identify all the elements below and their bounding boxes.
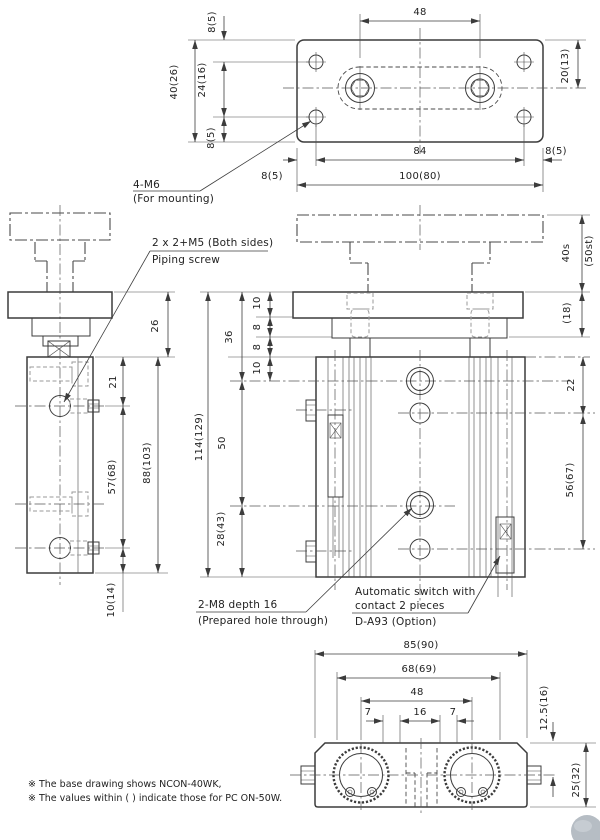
dim-8-5-bottom: 8(5) [206, 127, 217, 149]
top-view-plate [283, 28, 586, 154]
dim-114-129: 114(129) [194, 412, 205, 462]
dim-26: 26 [150, 319, 161, 333]
dim-8-upper: 8 [252, 323, 263, 331]
dim-stroke-paren: (50st) [584, 235, 595, 267]
dim-28-43: 28(43) [216, 511, 227, 547]
label-auto-switch-line3: D-A93 (Option) [355, 616, 437, 628]
side-view-dimensions [63, 250, 268, 612]
dim-12-5-16: 12.5(16) [539, 685, 550, 731]
label-mounting-line1: 4-M6 [133, 179, 161, 191]
dim-36: 36 [224, 330, 235, 344]
bottom-view [290, 738, 556, 815]
dim-24-16: 24(16) [197, 62, 208, 98]
dim-85-90: 85(90) [403, 640, 439, 651]
front-view [230, 205, 595, 605]
label-mounting-line2: (For mounting) [133, 193, 215, 205]
dim-20-13: 20(13) [560, 48, 571, 84]
dim-56-67: 56(67) [565, 462, 576, 498]
watermark-circle [571, 815, 600, 840]
dim-8-lower: 8 [252, 343, 263, 351]
footnote-paren-values: ※ The values within ( ) indicate those f… [28, 793, 283, 804]
dim-18: (18) [562, 302, 573, 324]
dim-8-5-top: 8(5) [207, 11, 218, 33]
label-auto-switch-line1: Automatic switch with [355, 586, 476, 598]
dim-7-left: 7 [364, 707, 372, 718]
label-piping-line2: Piping screw [152, 254, 221, 266]
bottom-view-dimensions [314, 650, 596, 808]
dim-10-lower: 10 [252, 361, 263, 375]
dim-8-5-right: 8(5) [545, 146, 567, 157]
front-view-dimensions [196, 214, 590, 614]
dim-50: 50 [217, 436, 228, 450]
dim-7-right: 7 [449, 707, 457, 718]
side-view [7, 205, 113, 585]
dim-100-80: 100(80) [399, 171, 441, 182]
dim-22: 22 [566, 378, 577, 392]
dim-48-top: 48 [413, 7, 427, 18]
dim-57-68: 57(68) [107, 459, 118, 495]
dim-16: 16 [413, 707, 427, 718]
dim-25-32: 25(32) [571, 762, 582, 798]
dim-8-5-left: 8(5) [261, 171, 283, 182]
dim-84: 84 [413, 146, 427, 157]
dim-40-26: 40(26) [169, 64, 180, 100]
label-rod-thread-line1: 2-M8 depth 16 [198, 599, 278, 611]
dim-68-69: 68(69) [401, 664, 437, 675]
dim-88-103: 88(103) [142, 442, 153, 484]
top-view-dimensions [133, 14, 586, 192]
dim-21: 21 [108, 375, 119, 389]
dim-10-14: 10(14) [106, 582, 117, 618]
label-rod-thread-line2: (Prepared hole through) [198, 615, 329, 627]
dim-stroke: 40s [561, 243, 572, 263]
dim-48-bottom: 48 [410, 687, 424, 698]
footnote-base-drawing: ※ The base drawing shows NCON-40WK, [28, 779, 222, 790]
label-auto-switch-line2: contact 2 pieces [355, 600, 445, 612]
dim-10-upper: 10 [252, 296, 263, 310]
label-piping-line1: 2 x 2+M5 (Both sides) [152, 237, 274, 249]
